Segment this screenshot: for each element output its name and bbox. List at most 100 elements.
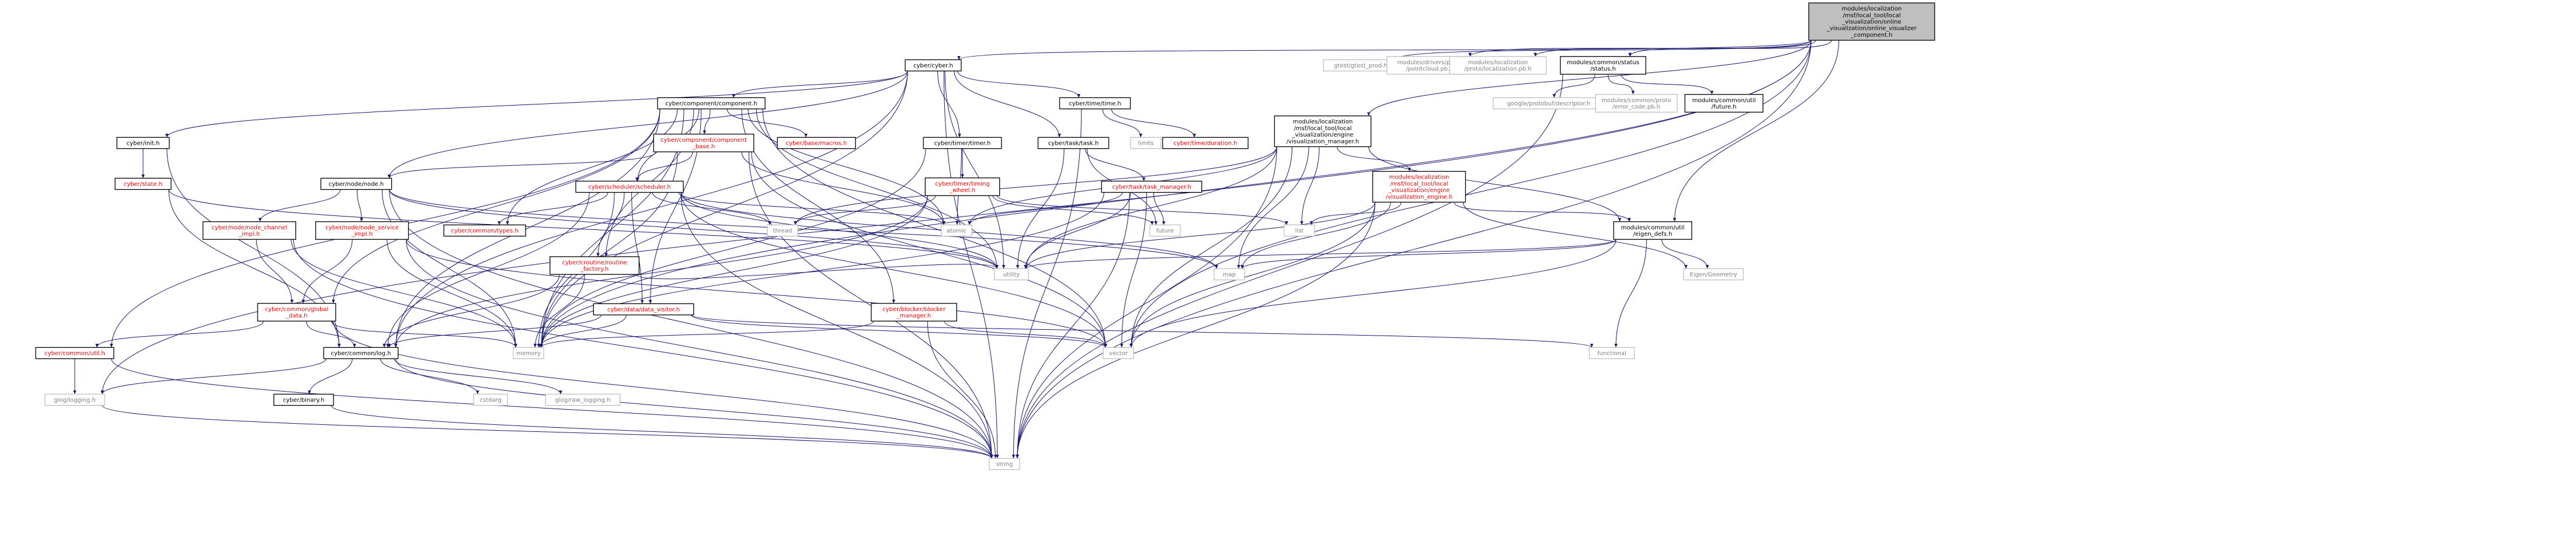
node-task[interactable]: cyber/task/task.h xyxy=(1037,137,1110,149)
node-status[interactable]: modules/common/status/status.h xyxy=(1560,56,1646,75)
edge-cyber-to-string xyxy=(943,71,999,459)
edge-scheduler-to-thread xyxy=(652,192,771,225)
edge-visengine-to-eigengeo xyxy=(1462,202,1688,269)
node-label-line: cyber/timer/timing xyxy=(935,181,989,187)
node-box xyxy=(202,221,297,240)
node-label-line: vector xyxy=(1109,351,1128,357)
edge-root-to-vismgr xyxy=(1367,40,1812,116)
node-visengine[interactable]: modules/localization/msf/local_tool/loca… xyxy=(1372,170,1466,203)
node-eigendefs[interactable]: modules/common/util/eigen_defs.h xyxy=(1613,221,1692,240)
node-rawlog: glog/raw_logging.h xyxy=(545,393,621,406)
edge-datavisitor-to-log xyxy=(387,315,602,348)
node-timer[interactable]: cyber/timer/timer.h xyxy=(923,137,1002,149)
edge-component-to-vector xyxy=(762,109,1107,348)
node-binary[interactable]: cyber/binary.h xyxy=(273,393,334,406)
node-global[interactable]: cyber/common/global_data.h xyxy=(257,303,336,322)
node-nodeservice[interactable]: cyber/node/node_service_impl.h xyxy=(315,221,409,240)
edge-taskmgr-to-atomic xyxy=(968,192,1123,225)
node-duration[interactable]: cyber/time/duration.h xyxy=(1162,137,1249,149)
edge-nodeh-to-string xyxy=(389,189,993,459)
node-routine[interactable]: cyber/croutine/routine_factory.h xyxy=(550,256,639,275)
node-label-line: cyber/blocker/blocker xyxy=(882,306,946,313)
edge-taskmgr-to-string xyxy=(1016,192,1130,459)
edge-vismgr-to-utility xyxy=(1024,146,1277,269)
node-box xyxy=(323,347,399,360)
node-datavisitor[interactable]: cyber/data/data_visitor.h xyxy=(593,303,694,316)
edge-log-to-rawlog xyxy=(394,358,562,395)
edge-visengine-to-list xyxy=(1309,202,1402,225)
node-label-line: string xyxy=(996,462,1013,468)
node-blocker[interactable]: cyber/blocker/blocker_manager.h xyxy=(871,303,957,322)
node-box xyxy=(941,224,972,237)
edge-status-to-string xyxy=(1016,74,1563,459)
edge-log-to-cstdarg xyxy=(380,358,479,395)
edge-timingwheel-to-log xyxy=(394,196,928,348)
node-label-line: cyber/init.h xyxy=(127,141,160,147)
node-box xyxy=(653,134,755,152)
node-box xyxy=(923,137,1002,149)
edge-scheduler-to-string xyxy=(680,192,993,459)
node-label-line: cstdarg xyxy=(479,397,501,404)
node-box xyxy=(777,137,856,149)
node-future: future xyxy=(1149,224,1181,237)
node-glog: glog/logging.h xyxy=(44,393,105,406)
edge-nodechannel-to-memory xyxy=(291,239,517,348)
edge-component-to-atomic xyxy=(748,109,945,225)
edge-cyber-to-log xyxy=(394,71,908,348)
edge-cyber-to-timer xyxy=(937,71,961,138)
node-box xyxy=(273,393,334,406)
node-label-line: /msf/local_tool/local xyxy=(1390,181,1448,187)
node-errcode: modules/common/proto/error_code.pb.h xyxy=(1595,94,1678,113)
edge-vismgr-to-thread xyxy=(794,146,1277,225)
node-box xyxy=(575,180,684,193)
node-timingwheel[interactable]: cyber/timer/timing_wheel.h xyxy=(924,177,1000,196)
node-atomic: atomic xyxy=(941,224,972,237)
node-nodeh[interactable]: cyber/node/node.h xyxy=(320,177,392,190)
node-label-line: _impl.h xyxy=(351,231,373,238)
node-label-line: cyber/task/task.h xyxy=(1048,141,1098,147)
node-future-mod[interactable]: modules/common/util/future.h xyxy=(1684,94,1764,113)
edge-nodeh-to-nodechannel xyxy=(258,189,341,222)
node-macros[interactable]: cyber/base/macros.h xyxy=(777,137,856,149)
node-label-line: atomic xyxy=(947,228,967,235)
node-box xyxy=(1560,56,1646,75)
node-label-line: /proto/localization.pb.h xyxy=(1464,66,1531,72)
node-label-line: _wheel.h xyxy=(949,187,975,194)
node-label-line: /pointcloud.pb.h xyxy=(1406,66,1453,72)
node-nodechannel[interactable]: cyber/node/node_channel_impl.h xyxy=(202,221,297,240)
edge-compbase-to-nodeh xyxy=(387,152,656,179)
edge-eigendefs-to-eigengeo xyxy=(1661,239,1709,269)
node-map: map xyxy=(1214,268,1245,281)
node-label-line: /future.h xyxy=(1711,104,1736,110)
edge-blocker-to-vector xyxy=(944,321,1107,348)
node-ctypes[interactable]: cyber/common/types.h xyxy=(443,224,526,237)
node-label-line: cyber/common/util.h xyxy=(44,351,105,357)
edge-nodeservice-to-global xyxy=(301,239,353,303)
edge-scheduler-to-atomic xyxy=(678,192,945,225)
edge-routine-to-utility xyxy=(636,264,999,280)
node-label-line: thread xyxy=(773,228,792,235)
node-init[interactable]: cyber/init.h xyxy=(116,137,170,149)
node-box xyxy=(924,177,1000,196)
node-vector: vector xyxy=(1103,347,1134,360)
node-box xyxy=(994,268,1029,281)
edge-root-to-cyber xyxy=(957,40,1812,60)
node-scheduler[interactable]: cyber/scheduler/scheduler.h xyxy=(575,180,684,193)
node-component[interactable]: cyber/component/component.h xyxy=(657,97,766,110)
node-state[interactable]: cyber/state.h xyxy=(114,177,172,190)
node-taskmgr[interactable]: cyber/task/task_manager.h xyxy=(1101,180,1202,193)
node-root[interactable]: modules/localization/msf/local_tool/loca… xyxy=(1808,2,1935,41)
edge-scheduler-to-datavisitor xyxy=(631,192,644,304)
node-timeh[interactable]: cyber/time/time.h xyxy=(1059,97,1131,110)
edge-nodeservice-to-memory xyxy=(387,239,517,348)
node-box xyxy=(1613,221,1692,240)
node-log[interactable]: cyber/common/log.h xyxy=(323,347,399,360)
node-vismgr[interactable]: modules/localization/msf/local_tool/loca… xyxy=(1274,115,1372,148)
edge-vismgr-to-vector xyxy=(1129,146,1292,348)
edge-cyber-to-init xyxy=(165,71,908,138)
node-label-line: gtest/gtest_prod.h xyxy=(1334,63,1388,69)
node-compbase[interactable]: cyber/component/component_base.h xyxy=(653,134,755,152)
edge-eigendefs-to-functional xyxy=(1614,239,1647,348)
node-cyber[interactable]: cyber/cyber.h xyxy=(905,59,962,72)
node-cutil[interactable]: cyber/common/util.h xyxy=(35,347,114,360)
